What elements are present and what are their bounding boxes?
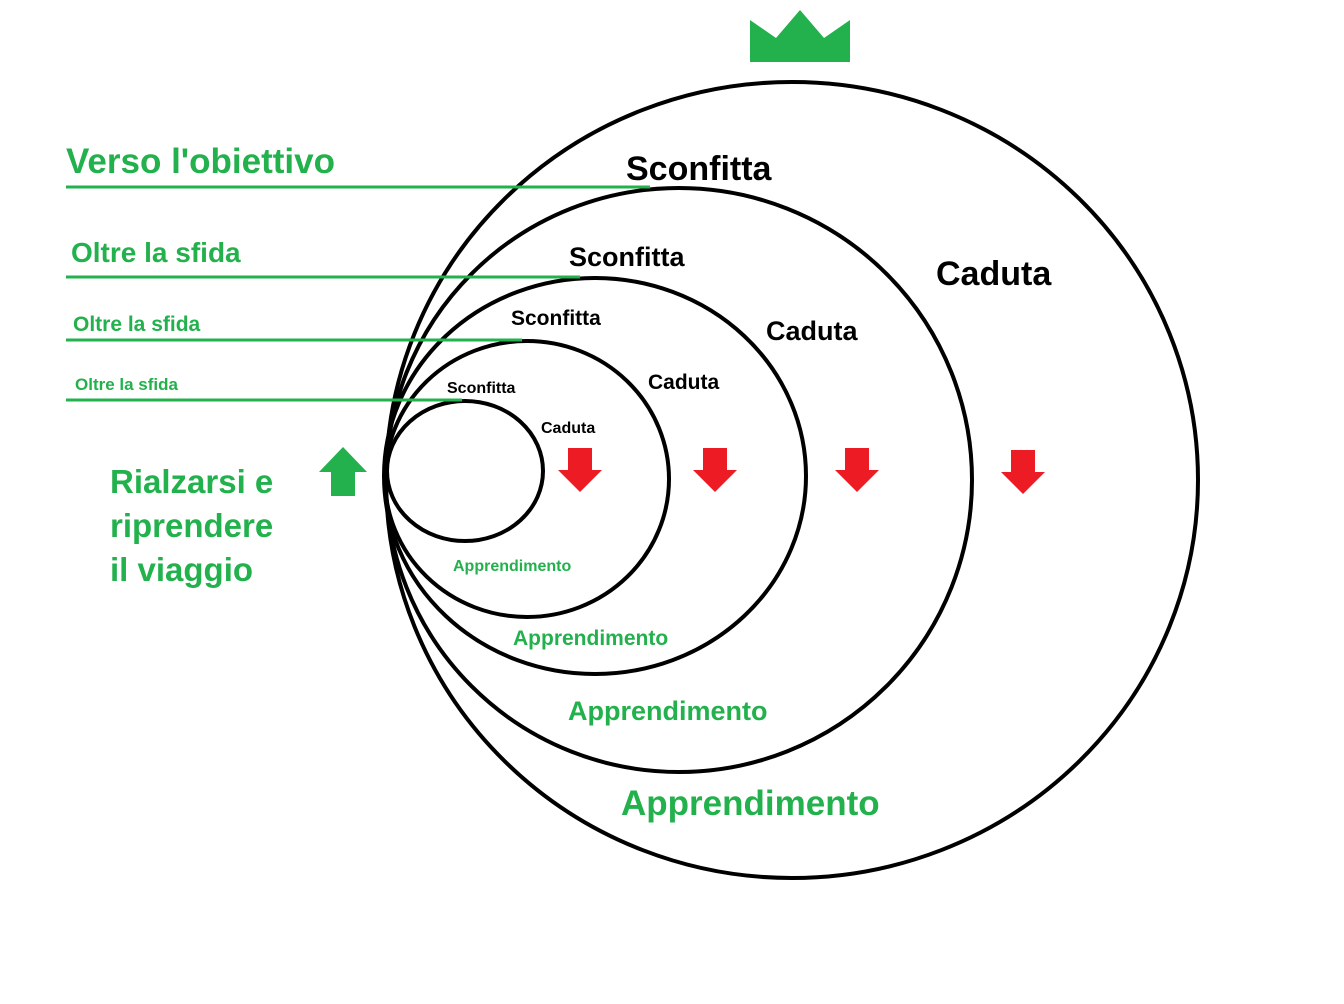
- ring-1-bottom-label: Apprendimento: [453, 558, 571, 575]
- ring-2-bottom-label: Apprendimento: [513, 627, 668, 650]
- restart-label-line-1: Rialzarsi e: [110, 463, 273, 500]
- down-arrow-icon-4: [1001, 450, 1045, 494]
- ring-1-top-label: Sconfitta: [447, 380, 516, 397]
- challenge-label-1: Oltre la sfida: [75, 375, 179, 394]
- restart-label-line-2: riprendere: [110, 507, 273, 544]
- ring-3-top-label: Sconfitta: [569, 242, 685, 272]
- ring-4-right-label: Caduta: [936, 255, 1052, 293]
- down-arrow-icon-3: [835, 448, 879, 492]
- up-arrow-icon: [319, 447, 367, 496]
- ring-1: [385, 399, 545, 543]
- ring-3-bottom-label: Apprendimento: [568, 696, 768, 726]
- ring-3-right-label: Caduta: [766, 316, 858, 346]
- crown-icon: [750, 10, 850, 62]
- challenge-label-3: Oltre la sfida: [71, 237, 241, 268]
- restart-label-line-3: il viaggio: [110, 551, 253, 588]
- ring-1-right-label: Caduta: [541, 420, 595, 437]
- challenge-label-2: Oltre la sfida: [73, 313, 201, 336]
- ring-2-top-label: Sconfitta: [511, 307, 601, 330]
- ring-5: [384, 80, 1200, 880]
- down-arrow-icon-2: [693, 448, 737, 492]
- ring-4-bottom-label: Apprendimento: [621, 784, 880, 823]
- ring-2: [383, 339, 671, 619]
- down-arrow-icon-1: [558, 448, 602, 492]
- goal-label: Verso l'obiettivo: [66, 142, 335, 181]
- ring-2-right-label: Caduta: [648, 371, 719, 394]
- ring-4-top-label: Sconfitta: [626, 150, 773, 188]
